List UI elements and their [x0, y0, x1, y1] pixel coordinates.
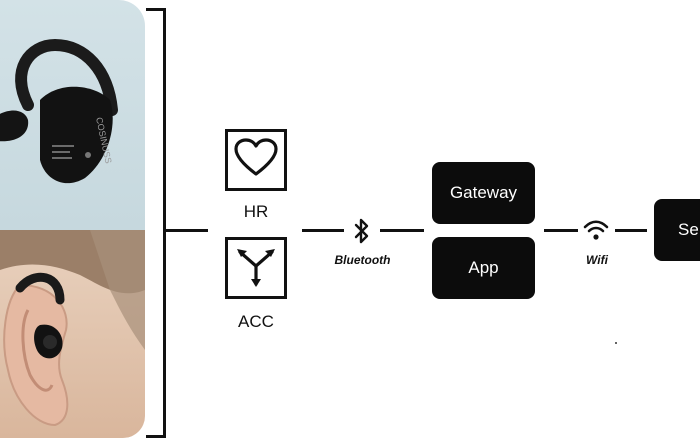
bluetooth-label: Bluetooth	[334, 253, 391, 267]
app-box: App	[432, 237, 535, 299]
bracket-bottom	[146, 435, 166, 438]
connector-wifi-server	[615, 229, 647, 232]
connector-bluetooth-gateway	[380, 229, 424, 232]
heart-icon	[234, 137, 278, 183]
bluetooth-icon	[352, 217, 372, 250]
connector-bracket	[166, 229, 208, 232]
hr-icon-box	[225, 129, 287, 191]
bracket-vertical	[163, 8, 166, 438]
connector-app-wifi	[544, 229, 578, 232]
earpiece-product-photo: COSINUSS	[0, 0, 145, 230]
wifi-icon	[582, 218, 610, 247]
bracket-top	[146, 8, 166, 11]
gateway-box: Gateway	[432, 162, 535, 224]
connector-sensor-bluetooth	[302, 229, 344, 232]
acc-icon-box	[225, 237, 287, 299]
three-axis-arrows-icon	[234, 244, 278, 293]
server-box: Se	[654, 199, 700, 261]
earpiece-worn-photo	[0, 230, 145, 438]
acc-label: ACC	[238, 312, 274, 331]
hr-label: HR	[243, 202, 269, 221]
wifi-label: Wifi	[586, 253, 608, 267]
stray-dot	[615, 342, 617, 344]
